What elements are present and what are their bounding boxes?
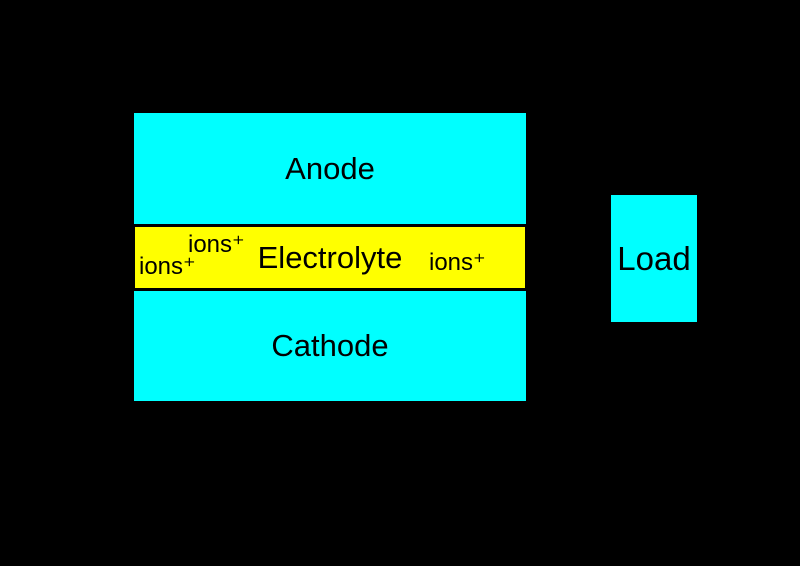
cathode-label: Cathode [271, 328, 389, 363]
load-label: Load [617, 239, 691, 277]
load-box: Load [610, 194, 698, 323]
electrolyte-layer: Electrolyte [133, 225, 527, 290]
ions-label-upper-left: ions⁺ [188, 231, 245, 258]
ions-label-lower-left: ions⁺ [139, 253, 196, 280]
anode-label: Anode [285, 150, 375, 186]
ions-label-right: ions⁺ [429, 249, 486, 276]
cathode-layer: Cathode [133, 290, 527, 402]
electrolyte-label: Electrolyte [257, 239, 403, 275]
anode-layer: Anode [133, 112, 527, 225]
